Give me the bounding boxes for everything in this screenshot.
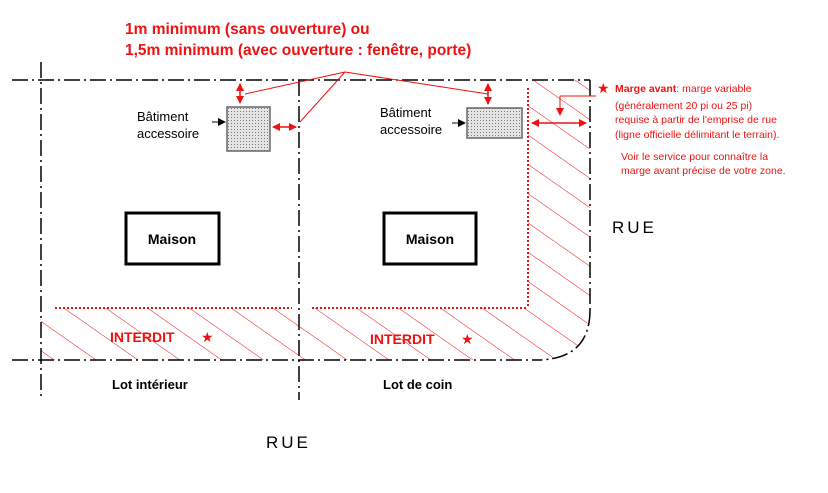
street-label-bottom: RUE bbox=[266, 433, 311, 452]
note-line3: requise à partir de l'emprise de rue bbox=[615, 114, 777, 126]
accessory-label-interior-line1: Bâtiment bbox=[137, 109, 189, 124]
front-setback-lines bbox=[55, 88, 529, 309]
note-line5: Voir le service pour connaître la bbox=[621, 151, 768, 163]
accessory-label-corner-line1: Bâtiment bbox=[380, 105, 432, 120]
header-leader-lines bbox=[244, 71, 489, 123]
accessory-label-corner-line2: accessoire bbox=[380, 122, 442, 137]
accessory-building-interior bbox=[226, 106, 271, 152]
setback-header-line2: 1,5m minimum (avec ouverture : fenêtre, … bbox=[125, 42, 471, 59]
lot-label-corner: Lot de coin bbox=[383, 377, 452, 392]
house-label-interior: Maison bbox=[148, 231, 196, 247]
house-label-corner: Maison bbox=[406, 231, 454, 247]
note-star: ★ bbox=[597, 80, 610, 96]
property-lines bbox=[12, 62, 591, 400]
note-line2: (généralement 20 pi ou 25 pi) bbox=[615, 100, 752, 112]
accessory-label-interior-line2: accessoire bbox=[137, 126, 199, 141]
street-label-right: RUE bbox=[612, 218, 657, 237]
setback-header-line1: 1m minimum (sans ouverture) ou bbox=[125, 21, 370, 38]
note-title: Marge avant bbox=[615, 83, 677, 95]
forbidden-star-interior: ★ bbox=[201, 329, 214, 345]
note-line6: marge avant précise de votre zone. bbox=[621, 165, 786, 177]
forbidden-label-interior: INTERDIT bbox=[110, 329, 175, 345]
house-corner bbox=[382, 211, 478, 266]
note-title-line: Marge avant: marge variable bbox=[615, 83, 752, 95]
forbidden-star-corner: ★ bbox=[461, 331, 474, 347]
accessory-building-corner bbox=[466, 107, 523, 139]
note-title-suffix: : marge variable bbox=[676, 83, 751, 95]
house-interior bbox=[124, 211, 221, 266]
forbidden-label-corner: INTERDIT bbox=[370, 331, 435, 347]
note-line4: (ligne officielle délimitant le terrain)… bbox=[615, 129, 779, 141]
lot-label-interior: Lot intérieur bbox=[112, 377, 188, 392]
